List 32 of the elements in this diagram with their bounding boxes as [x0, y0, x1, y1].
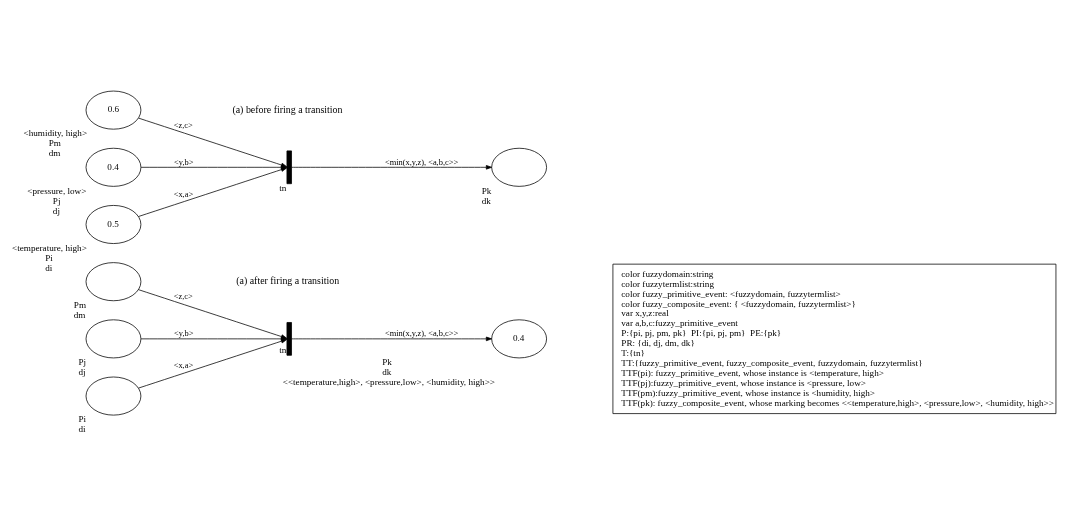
label: (a) after firing a transition — [236, 274, 340, 286]
node-label: Pj — [78, 356, 87, 367]
node-label: Pi — [78, 413, 87, 424]
edge-label: <y,b> — [174, 157, 194, 167]
node-label: Pj — [52, 195, 61, 206]
node-label: di — [45, 262, 53, 273]
edge-label: <x,a> — [173, 189, 194, 199]
edge-label: <min(x,y,z), <a,b,c>> — [384, 328, 459, 338]
edge-label: <z,c> — [173, 120, 193, 130]
node-label: <<temperature,high>, <pressure,low>, <humidity, high>> — [282, 376, 496, 387]
node-label: Pm — [48, 137, 61, 148]
node-label: Pi — [45, 252, 53, 263]
node-label: di — [78, 423, 86, 434]
node-label: dj — [78, 366, 86, 377]
node-label: dk — [481, 195, 491, 206]
edge-label: <z,c> — [173, 291, 193, 301]
node-label: dk — [382, 366, 392, 377]
node-label: <pressure, low> — [27, 185, 87, 196]
node-label: tn — [279, 182, 287, 193]
node-label: dm — [73, 309, 86, 320]
node-label: Pk — [382, 356, 392, 367]
node-label: dj — [52, 205, 60, 216]
edge-label: <x,a> — [173, 360, 194, 370]
node-label: tn — [279, 344, 287, 355]
label: (a) before firing a transition — [232, 103, 343, 115]
edge-label: <y,b> — [174, 328, 194, 338]
node-label: dm — [48, 147, 61, 158]
node-label: <temperature, high> — [12, 242, 87, 253]
edge-label: <min(x,y,z), <a,b,c>> — [384, 157, 459, 167]
node-label: Pm — [73, 299, 87, 310]
node-label: <humidity, high> — [23, 128, 88, 138]
node-label: Pk — [481, 185, 492, 196]
